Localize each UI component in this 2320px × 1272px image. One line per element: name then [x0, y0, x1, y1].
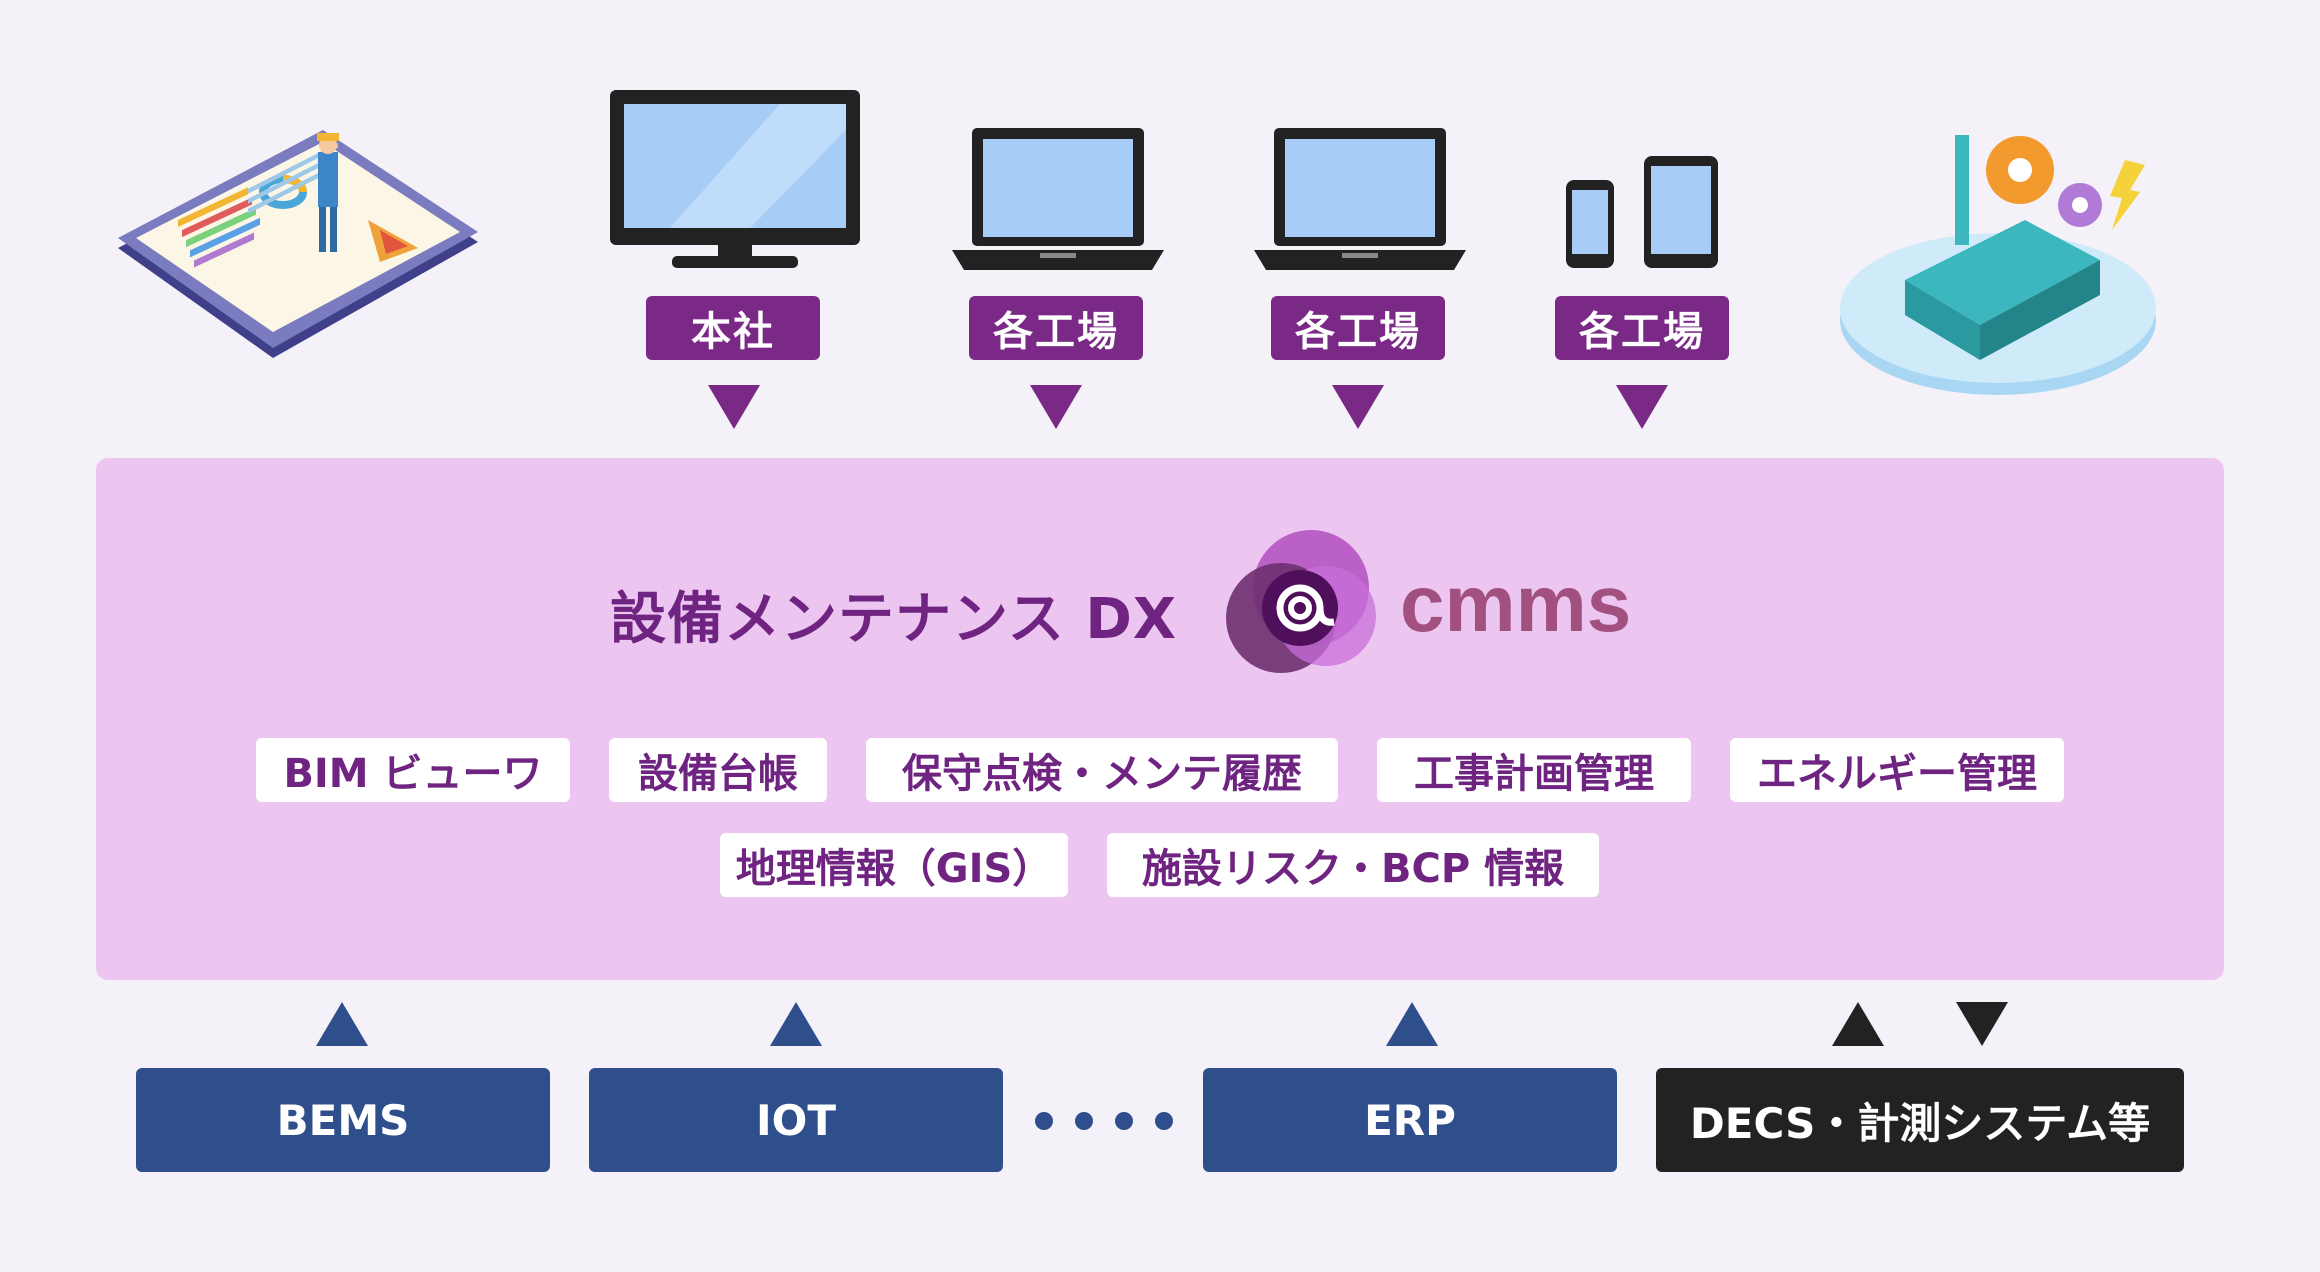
device-label-headquarters: 本社 — [646, 296, 820, 360]
mobile-devices-icon — [1566, 156, 1726, 270]
desktop-monitor-icon — [610, 90, 860, 270]
arrow-down-factory-1 — [1030, 385, 1082, 429]
feature-energy-management: エネルギー管理 — [1730, 738, 2064, 802]
ellipsis-dot-2 — [1075, 1112, 1093, 1130]
arrow-down-factory-2 — [1332, 385, 1384, 429]
cmms-logo-text: cmms — [1400, 559, 1632, 648]
feature-maintenance-history: 保守点検・メンテ履歴 — [866, 738, 1338, 802]
feature-construction-planning: 工事計画管理 — [1377, 738, 1691, 802]
ellipsis-dot-1 — [1035, 1112, 1053, 1130]
device-label-factory-1: 各工場 — [969, 296, 1143, 360]
arrow-down-decs — [1956, 1002, 2008, 1046]
device-label-factory-3: 各工場 — [1555, 296, 1729, 360]
system-erp: ERP — [1203, 1068, 1617, 1172]
feature-risk-bcp: 施設リスク・BCP 情報 — [1107, 833, 1599, 897]
arrow-down-factory-3 — [1616, 385, 1668, 429]
tablet-dashboard-illustration — [118, 130, 488, 370]
arrow-up-decs — [1832, 1002, 1884, 1046]
factory-illustration — [1840, 120, 2170, 400]
system-iot: IOT — [589, 1068, 1003, 1172]
arrow-up-iot — [770, 1002, 822, 1046]
platform-title: 設備メンテナンス DX — [610, 587, 1178, 652]
cmms-platform-panel — [96, 458, 2224, 980]
feature-bim-viewer: BIM ビューワ — [256, 738, 570, 802]
system-decs: DECS・計測システム等 — [1656, 1068, 2184, 1172]
cmms-logo-icon — [1226, 528, 1386, 686]
arrow-down-headquarters — [708, 385, 760, 429]
feature-gis: 地理情報（GIS） — [720, 833, 1068, 897]
laptop-icon-1 — [952, 128, 1164, 270]
system-bems: BEMS — [136, 1068, 550, 1172]
ellipsis-dot-4 — [1155, 1112, 1173, 1130]
feature-equipment-ledger: 設備台帳 — [609, 738, 827, 802]
ellipsis-dot-3 — [1115, 1112, 1133, 1130]
arrow-up-bems — [316, 1002, 368, 1046]
laptop-icon-2 — [1254, 128, 1466, 270]
device-label-factory-2: 各工場 — [1271, 296, 1445, 360]
arrow-up-erp — [1386, 1002, 1438, 1046]
